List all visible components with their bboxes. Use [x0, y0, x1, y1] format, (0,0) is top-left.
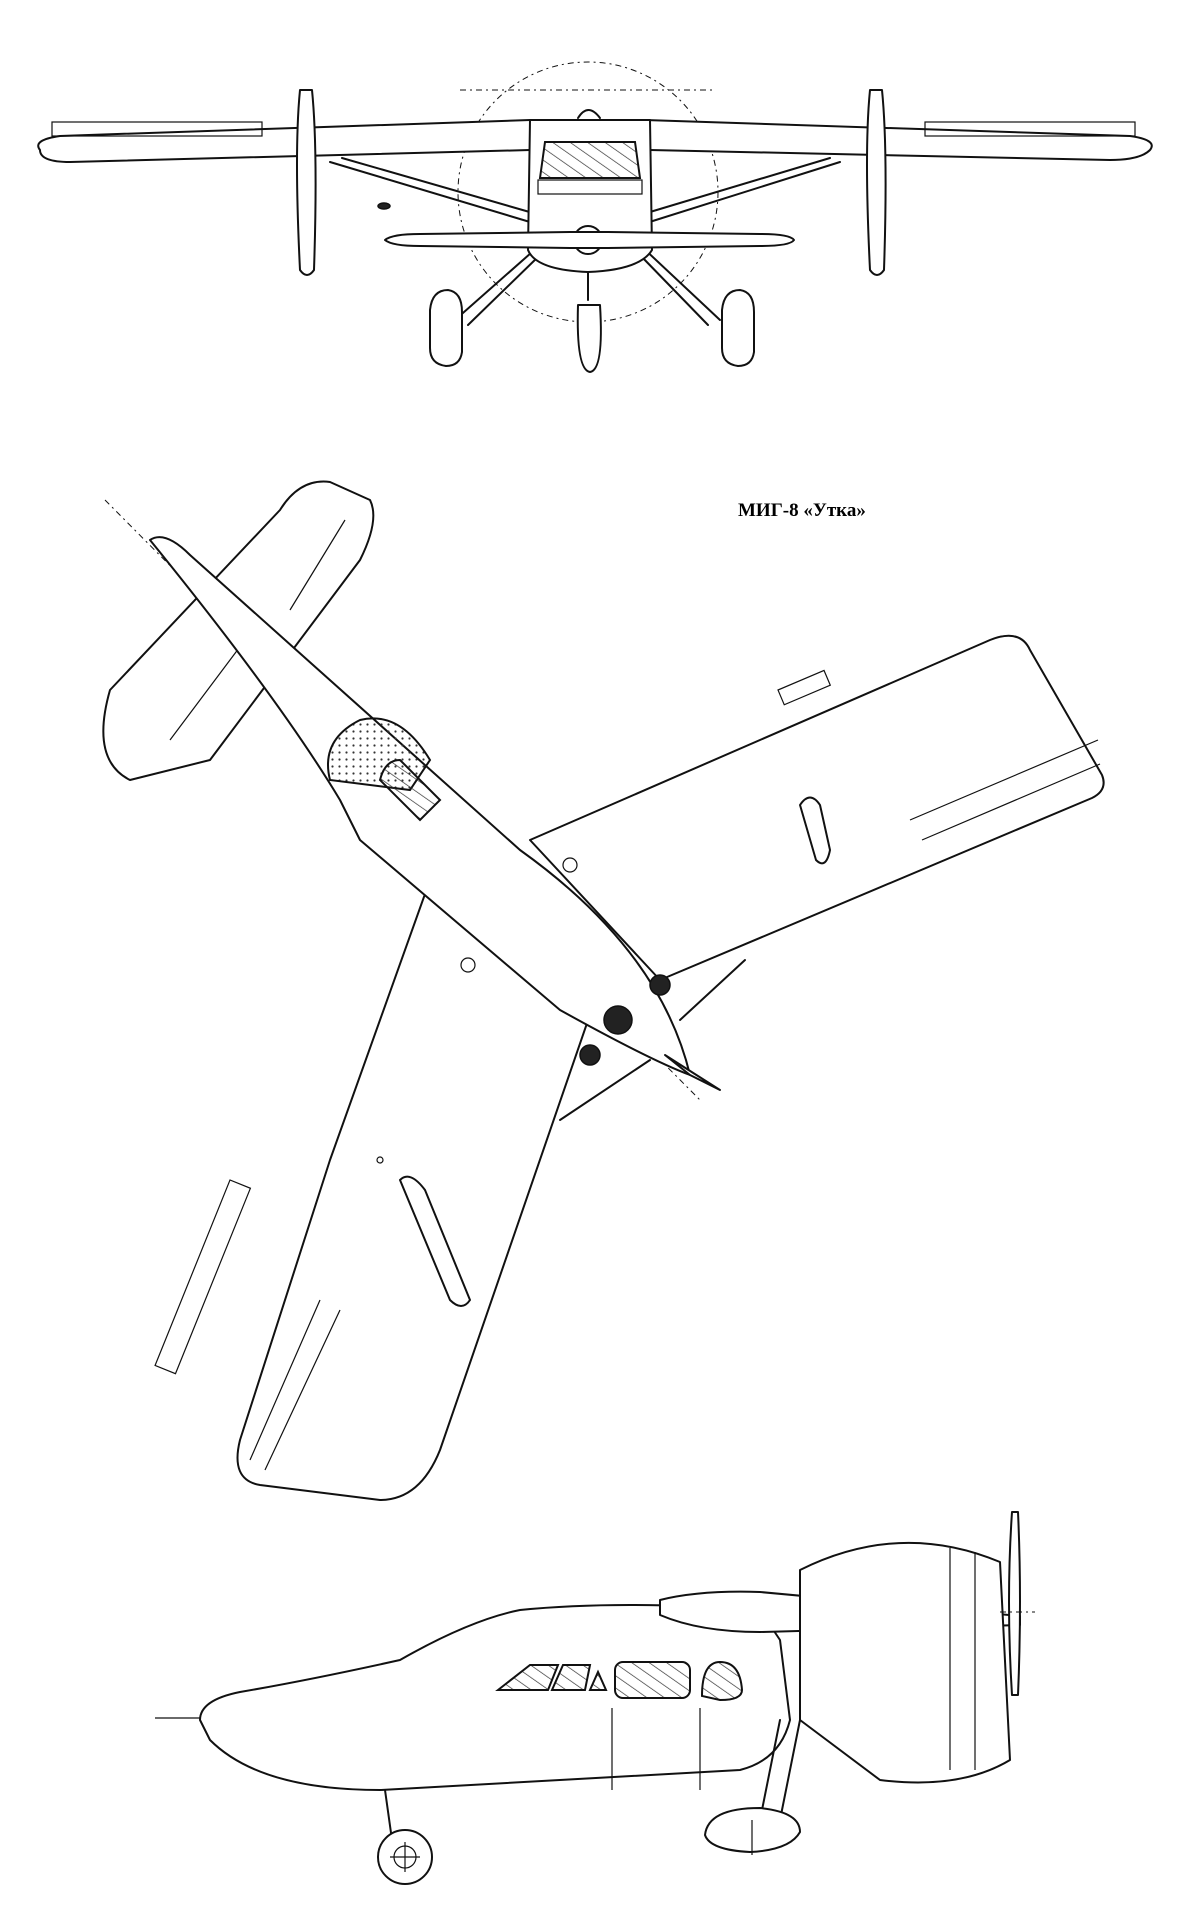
- top-view: [102, 480, 1105, 1501]
- side-view: [155, 1511, 1035, 1885]
- front-view: [37, 61, 1153, 373]
- drawing-title: МИГ-8 «Утка»: [738, 500, 866, 521]
